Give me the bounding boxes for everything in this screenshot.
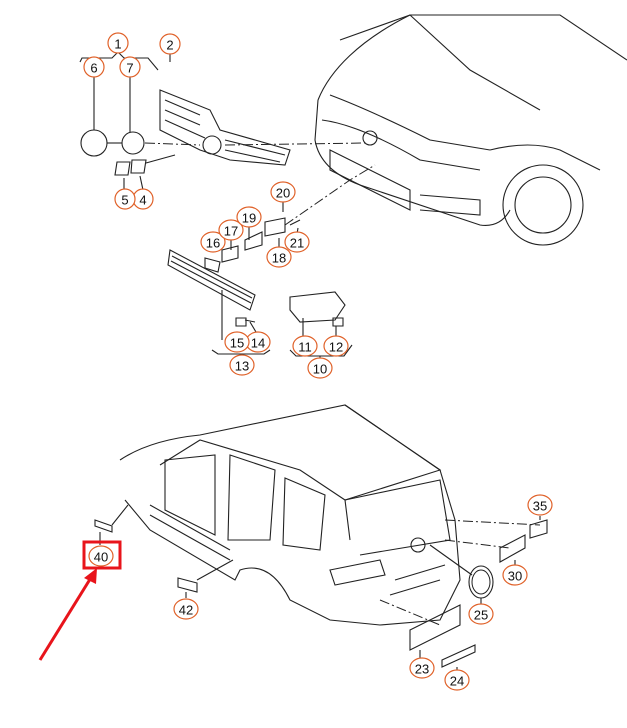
- callout-ring: [266, 246, 292, 268]
- callout-ring: [284, 231, 310, 253]
- callout-7: 7: [119, 56, 141, 78]
- callout-label: 1: [114, 37, 121, 52]
- callout-label: 17: [224, 224, 238, 239]
- callout-24: 24: [444, 669, 470, 691]
- callout-ring: [307, 357, 333, 379]
- callout-42: 42: [173, 598, 199, 620]
- callout-label: 21: [290, 236, 304, 251]
- callout-label: 14: [251, 336, 265, 351]
- callout-label: 10: [313, 362, 327, 377]
- callout-21: 21: [284, 231, 310, 253]
- callout-19: 19: [236, 206, 262, 228]
- upper-grille-drawing: [80, 89, 366, 176]
- callout-4: 4: [132, 188, 154, 210]
- callout-ring: [107, 32, 129, 54]
- callout-ring: [270, 181, 296, 203]
- callout-16: 16: [200, 231, 226, 253]
- callout-5: 5: [114, 188, 136, 210]
- callout-18: 18: [266, 246, 292, 268]
- rear-car-drawing: [94, 404, 548, 670]
- lower-grille-drawing: [167, 164, 376, 327]
- callout-label: 2: [166, 38, 173, 53]
- callout-label: 20: [276, 186, 290, 201]
- callout-ring: [200, 231, 226, 253]
- callout-ring: [236, 206, 262, 228]
- highlight-box: [82, 540, 122, 570]
- callout-ring: [292, 335, 318, 357]
- callout-17: 17: [218, 219, 244, 241]
- callout-13: 13: [229, 354, 255, 376]
- callout-label: 7: [126, 61, 133, 76]
- callout-ring: [468, 603, 494, 625]
- callout-15: 15: [224, 331, 250, 353]
- callout-40: 40: [88, 545, 114, 567]
- callout-ring: [502, 564, 528, 586]
- callout-12: 12: [323, 335, 349, 357]
- callout-label: 25: [474, 608, 488, 623]
- callout-11: 11: [292, 335, 318, 357]
- callout-ring: [527, 494, 553, 516]
- callout-label: 15: [230, 336, 244, 351]
- callout-ring: [218, 219, 244, 241]
- callout-label: 5: [121, 193, 128, 208]
- callout-2: 2: [159, 33, 181, 55]
- callout-14: 14: [245, 331, 271, 353]
- callout-ring: [114, 188, 136, 210]
- callout-label: 18: [272, 251, 286, 266]
- callout-label: 6: [90, 61, 97, 76]
- callout-label: 13: [235, 359, 249, 374]
- callout-label: 24: [450, 674, 464, 689]
- callout-ring: [323, 335, 349, 357]
- callout-ring: [229, 354, 255, 376]
- callout-label: 35: [533, 499, 547, 514]
- callout-10: 10: [307, 357, 333, 379]
- callout-ring: [409, 657, 435, 679]
- callout-label: 4: [139, 193, 146, 208]
- callout-23: 23: [409, 657, 435, 679]
- callout-label: 42: [179, 603, 193, 618]
- callout-ring: [83, 56, 105, 78]
- callout-ring: [159, 33, 181, 55]
- callout-ring: [173, 598, 199, 620]
- red-arrow-shaft: [38, 575, 94, 661]
- callout-label: 19: [242, 211, 256, 226]
- callout-label: 23: [415, 662, 429, 677]
- callout-label: 16: [206, 236, 220, 251]
- front-car-drawing: [314, 14, 627, 246]
- callout-ring: [444, 669, 470, 691]
- callout-20: 20: [270, 181, 296, 203]
- callout-label: 11: [298, 340, 312, 355]
- red-arrow-head-icon: [84, 568, 97, 584]
- callout-25: 25: [468, 603, 494, 625]
- callout-label: 30: [508, 569, 522, 584]
- callout-ring: [224, 331, 250, 353]
- callout-ring: [88, 545, 114, 567]
- callout-30: 30: [502, 564, 528, 586]
- callout-35: 35: [527, 494, 553, 516]
- callout-label: 12: [329, 340, 343, 355]
- callout-1: 1: [107, 32, 129, 54]
- callout-label: 40: [94, 550, 108, 565]
- callout-ring: [119, 56, 141, 78]
- callout-6: 6: [83, 56, 105, 78]
